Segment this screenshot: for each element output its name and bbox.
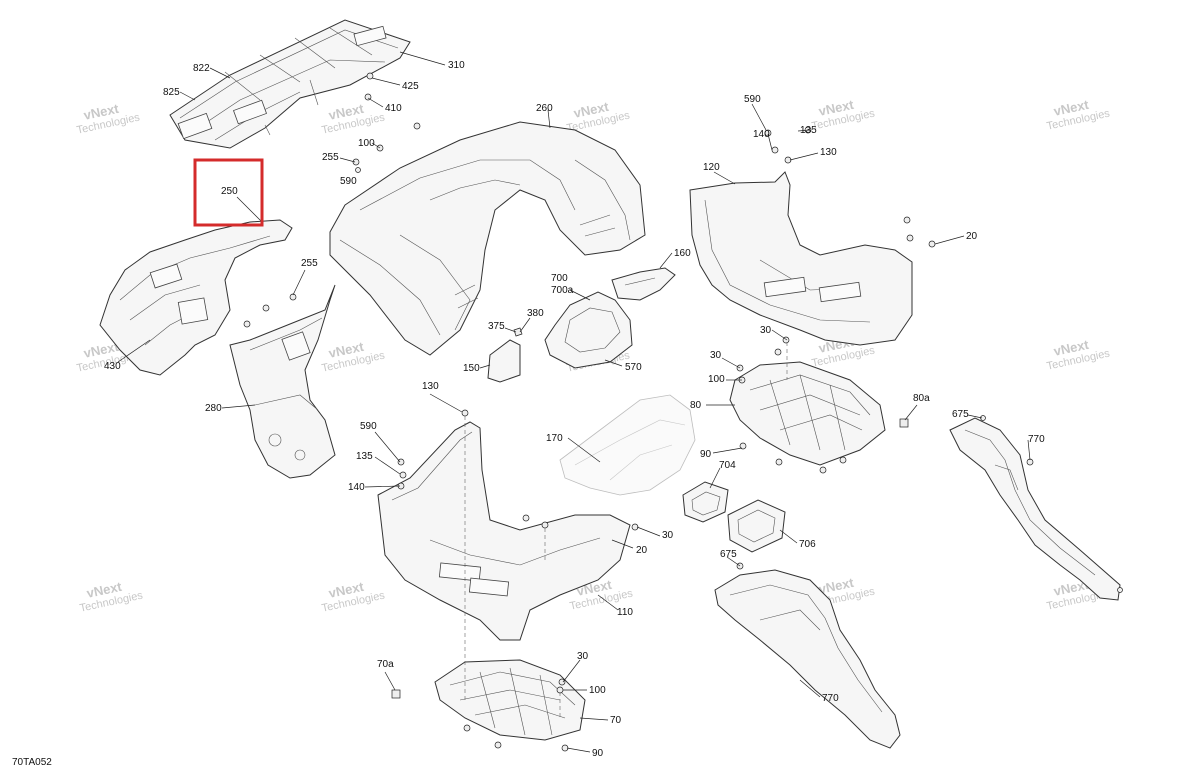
callout-label-430: 430 <box>104 361 121 372</box>
callout-label-706: 706 <box>799 539 816 550</box>
callout-label-375: 375 <box>488 321 505 332</box>
callout-label-425: 425 <box>402 81 419 92</box>
watermark-text-1: vNext <box>1052 97 1090 119</box>
callout-label-80a: 80a <box>913 393 930 404</box>
part-footwell-left <box>377 421 631 641</box>
part-footwell-right <box>689 171 913 346</box>
callout-label-250: 250 <box>221 186 238 197</box>
callout-label-130: 130 <box>422 381 439 392</box>
callout-label-100: 100 <box>358 138 375 149</box>
part-display-706 <box>727 499 786 553</box>
callout-label-280: 280 <box>205 403 222 414</box>
part-frame-ghost <box>559 394 696 496</box>
callout-label-80: 80 <box>690 400 702 411</box>
callout-label-100: 100 <box>708 374 725 385</box>
part-gauge-704 <box>682 481 729 523</box>
callout-label-170: 170 <box>546 433 563 444</box>
part-front-bracket <box>229 284 336 479</box>
callout-label-20: 20 <box>636 545 648 556</box>
hardware-layer <box>243 72 1123 752</box>
part-side-panel-upper <box>949 417 1121 601</box>
callout-label-30: 30 <box>662 530 674 541</box>
callout-label-590: 590 <box>744 94 761 105</box>
callout-label-140: 140 <box>753 129 770 140</box>
part-dashboard <box>544 291 633 369</box>
callout-label-70: 70 <box>610 715 622 726</box>
callout-label-380: 380 <box>527 308 544 319</box>
callout-label-120: 120 <box>703 162 720 173</box>
callout-label-100: 100 <box>589 685 606 696</box>
part-front-fender <box>329 121 646 356</box>
part-floor-tray-right <box>729 361 886 466</box>
callout-label-110: 110 <box>617 607 633 618</box>
callout-label-590: 590 <box>360 421 377 432</box>
watermark-text-1: vNext <box>817 575 855 597</box>
callout-label-570: 570 <box>625 362 642 373</box>
watermark-text-1: vNext <box>1052 577 1090 599</box>
callout-label-20: 20 <box>966 231 978 242</box>
callout-label-700a: 700a <box>551 285 574 296</box>
callout-label-770: 770 <box>1028 434 1045 445</box>
callout-label-140: 140 <box>348 482 365 493</box>
watermark-text-1: vNext <box>327 579 365 601</box>
callout-label-675: 675 <box>952 409 969 420</box>
callout-label-310: 310 <box>448 60 465 71</box>
callout-label-675: 675 <box>720 549 737 560</box>
watermark-text-1: vNext <box>85 579 123 601</box>
watermark-text-1: vNext <box>1052 337 1090 359</box>
part-floor-tray-left <box>434 659 586 741</box>
part-panel-150 <box>487 339 521 383</box>
callout-label-704: 704 <box>719 460 736 471</box>
part-rear-rack <box>169 19 411 149</box>
callout-label-130: 130 <box>820 147 837 158</box>
callout-label-822: 822 <box>193 63 210 74</box>
alignment-lines <box>464 342 788 720</box>
watermark-text-1: vNext <box>817 97 855 119</box>
watermark-text-1: vNext <box>572 99 610 121</box>
callout-label-255: 255 <box>301 258 318 269</box>
leader-lines <box>117 51 1031 753</box>
callout-label-150: 150 <box>463 363 480 374</box>
watermark-text-1: vNext <box>82 101 120 123</box>
callout-label-410: 410 <box>385 103 402 114</box>
callout-label-90: 90 <box>592 748 604 759</box>
watermark-text-1: vNext <box>327 339 365 361</box>
callout-label-30: 30 <box>760 325 772 336</box>
highlight-box-250 <box>193 158 264 227</box>
watermark-text-1: vNext <box>82 339 120 361</box>
callout-label-30: 30 <box>577 651 589 662</box>
callout-label-90: 90 <box>700 449 712 460</box>
part-front-bumper <box>99 219 293 376</box>
watermark-text-1: vNext <box>327 101 365 123</box>
figure-code: 70TA052 <box>12 757 52 768</box>
callout-label-135: 135 <box>800 125 817 136</box>
part-clip-375 <box>513 327 523 337</box>
callout-label-825: 825 <box>163 87 180 98</box>
callout-label-135: 135 <box>356 451 373 462</box>
part-side-panel-lower <box>714 569 901 749</box>
callout-label-70a: 70a <box>377 659 394 670</box>
callout-label-160: 160 <box>674 248 691 259</box>
part-cover-160 <box>611 267 676 301</box>
callout-label-700: 700 <box>551 273 568 284</box>
callout-label-770: 770 <box>822 693 839 704</box>
callout-label-30: 30 <box>710 350 722 361</box>
callout-label-260: 260 <box>536 103 553 114</box>
callout-label-590: 590 <box>340 176 357 187</box>
callout-label-255: 255 <box>322 152 339 163</box>
